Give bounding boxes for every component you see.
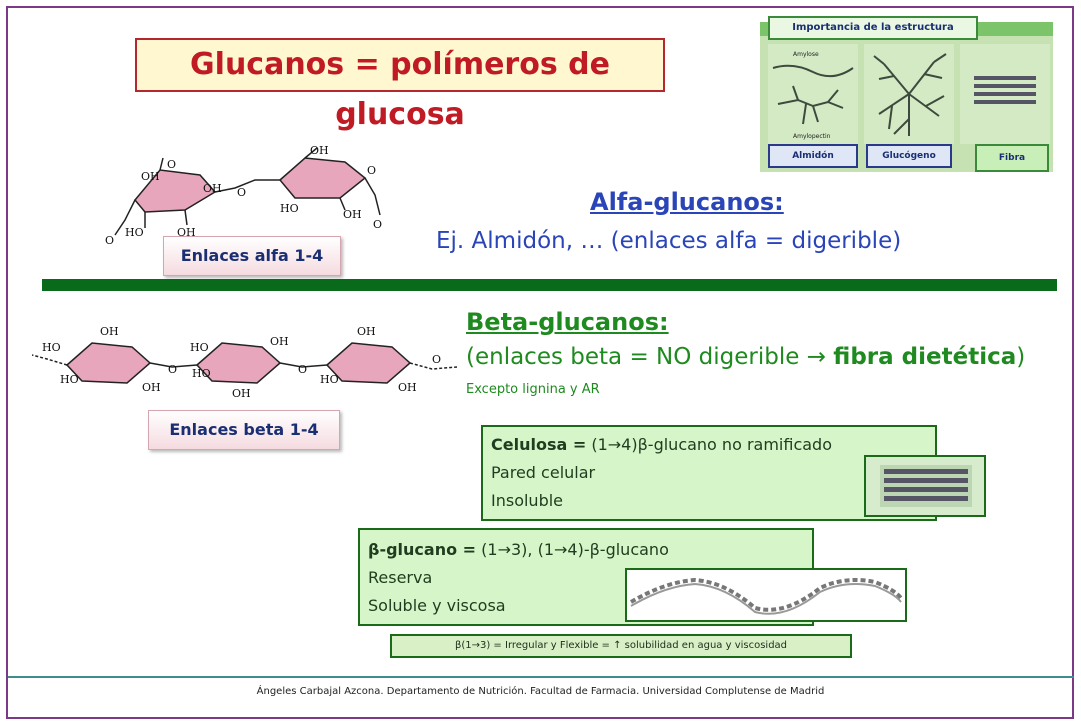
mol-b-label-ho4: HO — [192, 367, 211, 380]
mol-a-label-oh5: OH — [343, 208, 362, 221]
bglucano-line2: Reserva — [368, 568, 433, 587]
mol-b-label-ho3: HO — [190, 341, 209, 354]
celulosa-line1: Celulosa = (1→4)β-glucano no ramificado — [491, 431, 935, 459]
structure-panel: Importancia de la estructura Amylose Amy… — [760, 8, 1055, 178]
structure-panel-title: Importancia de la estructura — [768, 16, 978, 40]
beta-text-end: ) — [1016, 344, 1026, 370]
flexibility-note: β(1→3) = Irregular y Flexible = ↑ solubi… — [390, 634, 852, 658]
celulosa-illustration — [864, 455, 986, 517]
mol-a-label-oh2: OH — [203, 182, 222, 195]
celulosa-bold: Celulosa = — [491, 435, 587, 454]
mol-b-label-o2: O — [298, 363, 307, 376]
slide-title: Glucanos = polímeros de glucosa — [135, 38, 665, 132]
mol-b-label-o3: O — [432, 353, 441, 366]
celulosa-box: Celulosa = (1→4)β-glucano no ramificado … — [481, 425, 937, 521]
mol-b-label-o1: O — [168, 363, 177, 376]
bglucano-bold: β-glucano = — [368, 540, 477, 559]
beta-glucan-molecule: OH HO HO OH O HO HO OH OH O OH HO OH O — [32, 325, 458, 400]
mol-a-label-o3: O — [367, 164, 376, 177]
mol-a-label-oh1: OH — [141, 170, 160, 183]
mol-a-label-o2: O — [237, 186, 246, 199]
fibra-label: Fibra — [975, 144, 1049, 172]
mol-a-label-o5: O — [105, 234, 114, 247]
beta-bond-tag: Enlaces beta 1-4 — [148, 410, 340, 450]
beta-text-main: (enlaces beta = NO digerible → — [466, 344, 834, 370]
beta-glucan-heading: Beta-glucanos: — [466, 308, 669, 336]
slide-frame — [6, 6, 1074, 719]
beta-text-bold: fibra dietética — [833, 344, 1017, 370]
mol-a-label-oh4: OH — [310, 144, 329, 157]
celulosa-line2: Pared celular — [491, 463, 596, 482]
mol-b-label-ho5: HO — [320, 373, 339, 386]
section-divider — [42, 279, 1057, 291]
mol-b-label-ho1: HO — [42, 341, 61, 354]
alpha-glucan-heading: Alfa-glucanos: — [590, 188, 784, 216]
almidon-label: Almidón — [768, 144, 858, 168]
bglucano-line1: β-glucano = (1→3), (1→4)-β-glucano — [368, 536, 812, 564]
amylose-label: Amylose — [793, 51, 819, 58]
glycogen-illustration — [864, 44, 954, 144]
mol-a-label-ho1: HO — [125, 226, 144, 239]
celulosa-def: (1→4)β-glucano no ramificado — [586, 435, 832, 454]
fiber-dots — [974, 76, 1036, 104]
bglucano-line3: Soluble y viscosa — [368, 596, 506, 615]
amylopectin-label: Amylopectin — [793, 133, 831, 140]
celulosa-line3: Insoluble — [491, 491, 564, 510]
mol-b-label-oh6: OH — [398, 381, 417, 394]
alpha-glucan-text: Ej. Almidón, … (enlaces alfa = digerible… — [436, 228, 902, 254]
mol-b-label-oh1: OH — [100, 325, 119, 338]
mol-a-label-o4: O — [373, 218, 382, 231]
mol-a-label-ho2: HO — [280, 202, 299, 215]
footer-credit: Ángeles Carbajal Azcona. Departamento de… — [256, 686, 825, 697]
mol-b-label-oh3: OH — [232, 387, 251, 400]
mol-a-label-o1: O — [167, 158, 176, 171]
beta-glucan-text: (enlaces beta = NO digerible → fibra die… — [466, 344, 1025, 370]
mol-b-label-oh5: OH — [357, 325, 376, 338]
amylose-illustration: Amylose Amylopectin — [768, 44, 858, 144]
bglucano-chain-illustration — [625, 568, 907, 622]
mol-b-label-ho2: HO — [60, 373, 79, 386]
alpha-bond-tag: Enlaces alfa 1-4 — [163, 236, 341, 276]
mol-a-label-oh3: OH — [177, 226, 196, 239]
beta-glucan-subtext: Excepto lignina y AR — [466, 382, 600, 397]
footer-divider — [8, 676, 1074, 678]
mol-b-label-oh2: OH — [142, 381, 161, 394]
bglucano-def: (1→3), (1→4)-β-glucano — [476, 540, 669, 559]
alpha-glucan-molecule: O OH OH O HO OH OH HO OH O O O — [105, 144, 382, 247]
mol-b-label-oh4: OH — [270, 335, 289, 348]
glucogeno-label: Glucógeno — [866, 144, 952, 168]
fiber-illustration — [960, 44, 1050, 144]
